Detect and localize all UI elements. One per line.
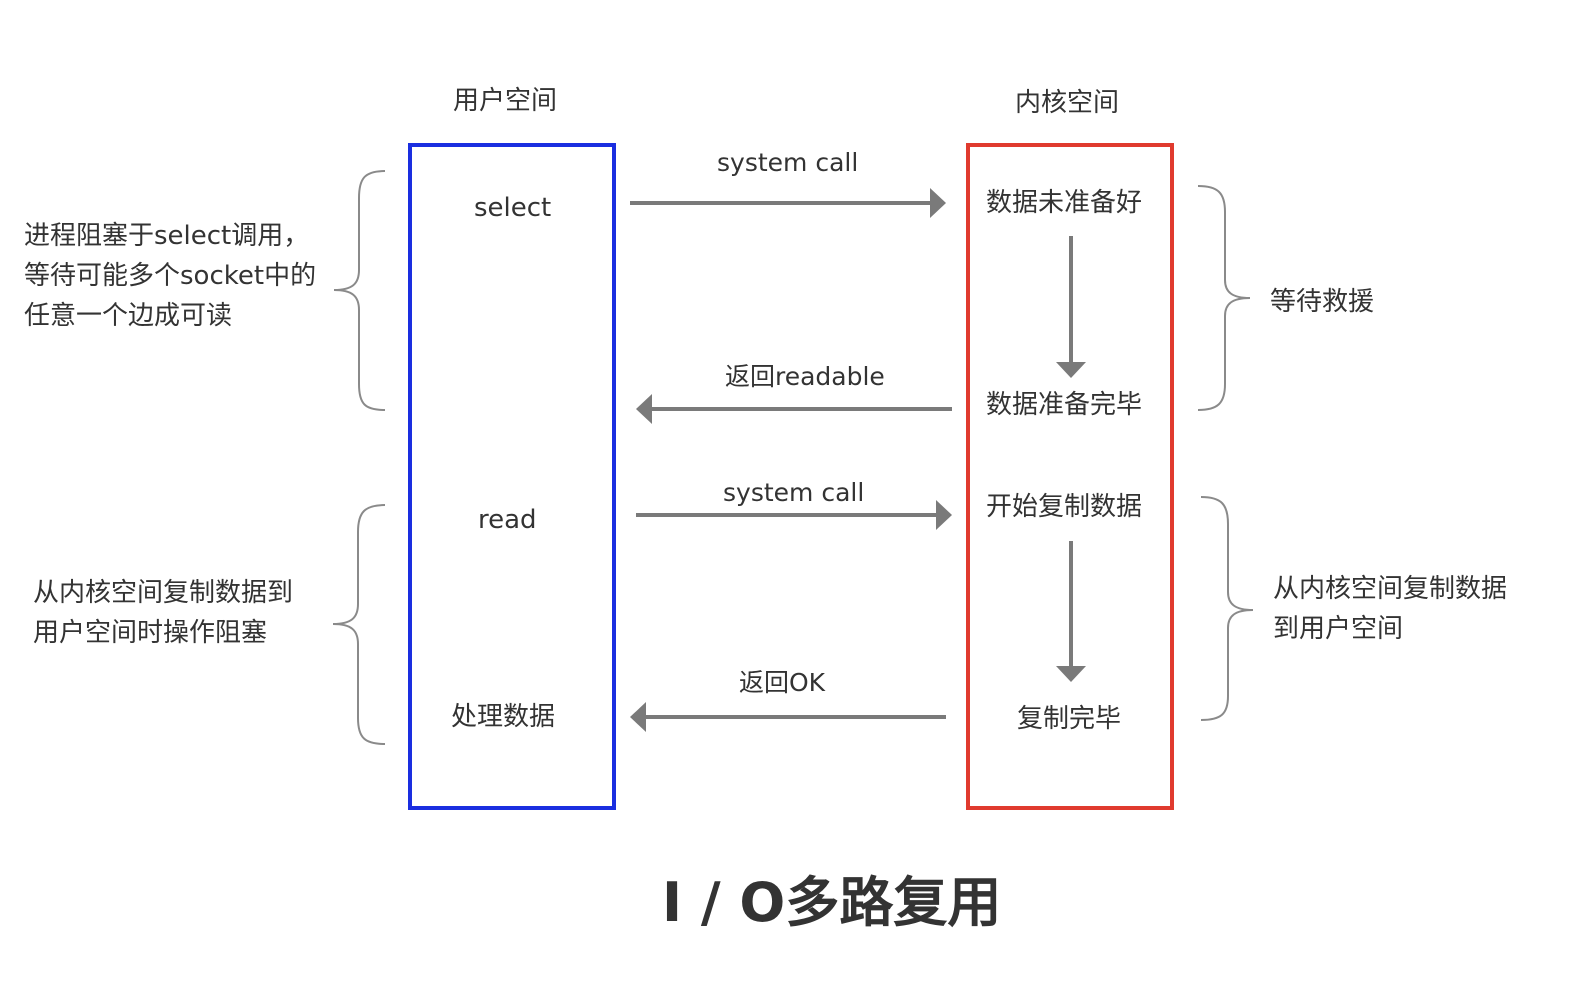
user-space-box xyxy=(408,143,616,810)
kernel-step-data-ready: 数据准备完毕 xyxy=(986,390,1143,420)
note-right-top: 等待救援 xyxy=(1270,287,1375,317)
user-step-select: select xyxy=(474,193,552,223)
arrow-return-readable xyxy=(636,394,952,424)
diagram-title: I / O多路复用 xyxy=(662,871,1002,934)
note-left-top-line-2: 等待可能多个socket中的 xyxy=(24,261,317,291)
arrow-system-call-2 xyxy=(636,500,952,530)
brace-right-top xyxy=(1197,185,1251,411)
note-left-bottom: 从内核空间复制数据到 用户空间时操作阻塞 xyxy=(33,573,293,653)
user-step-read: read xyxy=(478,505,537,535)
kernel-step-start-copy: 开始复制数据 xyxy=(986,492,1143,522)
note-right-bottom: 从内核空间复制数据 到用户空间 xyxy=(1273,569,1507,649)
user-space-title: 用户空间 xyxy=(453,86,558,116)
kernel-space-title: 内核空间 xyxy=(1015,88,1120,118)
note-right-bottom-line-2: 到用户空间 xyxy=(1273,614,1404,644)
note-left-top-line-3: 任意一个边成可读 xyxy=(24,301,233,331)
arrow-label-return-readable: 返回readable xyxy=(725,362,885,391)
user-step-process: 处理数据 xyxy=(451,702,556,732)
note-left-top: 进程阻塞于select调用， 等待可能多个socket中的 任意一个边成可读 xyxy=(24,216,316,336)
brace-left-top xyxy=(333,170,386,411)
arrow-label-return-ok: 返回OK xyxy=(739,668,826,697)
kernel-step-copy-done: 复制完毕 xyxy=(1017,704,1122,734)
note-right-bottom-line-1: 从内核空间复制数据 xyxy=(1273,574,1508,604)
arrow-return-ok xyxy=(630,702,946,732)
arrow-label-system-call-1: system call xyxy=(717,148,859,177)
brace-right-bottom xyxy=(1200,496,1254,721)
arrow-system-call-1 xyxy=(630,188,946,218)
note-left-bottom-line-1: 从内核空间复制数据到 xyxy=(33,578,294,608)
arrow-label-system-call-2: system call xyxy=(723,478,865,507)
kernel-step-data-not-ready: 数据未准备好 xyxy=(986,188,1143,218)
arrow-kernel-wait xyxy=(1056,236,1086,378)
brace-left-bottom xyxy=(332,504,386,745)
arrow-kernel-copy xyxy=(1056,541,1086,682)
note-left-bottom-line-2: 用户空间时操作阻塞 xyxy=(33,618,268,648)
kernel-space-box xyxy=(966,143,1174,810)
note-left-top-line-1: 进程阻塞于select调用， xyxy=(24,221,310,251)
